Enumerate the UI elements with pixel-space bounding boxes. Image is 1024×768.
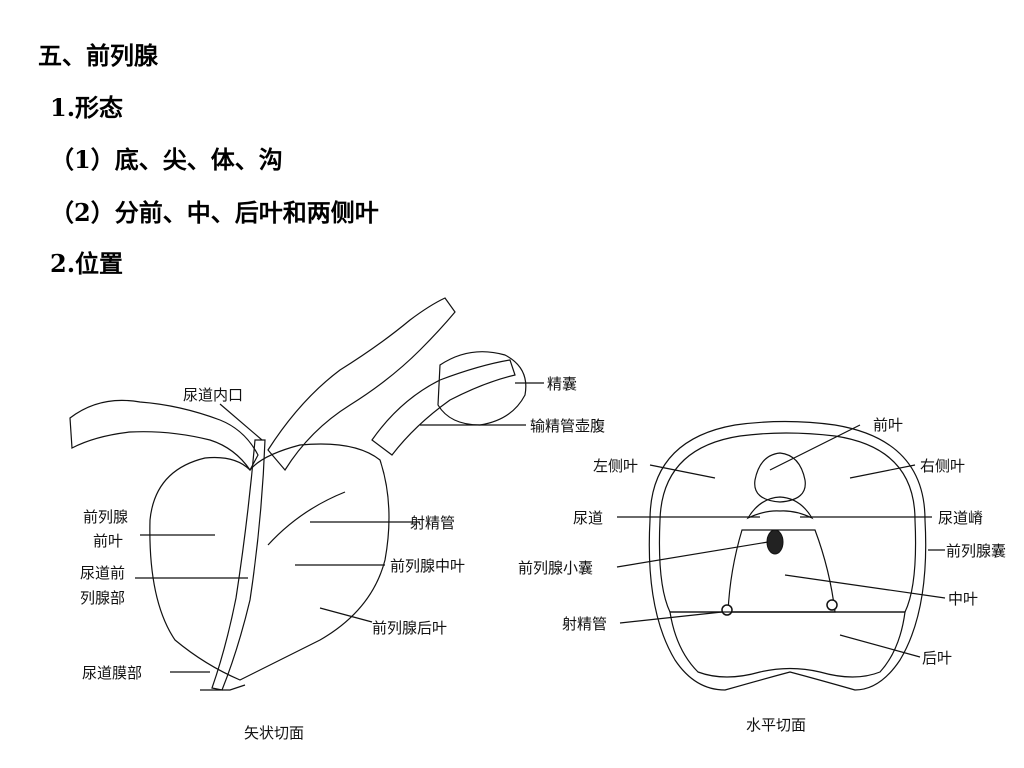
label-anterior-lobe-line1: 前列腺 <box>83 508 128 526</box>
sagittal-urethra <box>211 439 266 691</box>
label-membranous-urethra: 尿道膜部 <box>82 664 142 682</box>
caption-sagittal: 矢状切面 <box>244 724 304 742</box>
label-prostatic-urethra-line1: 尿道前 <box>80 564 125 582</box>
leader-h-anterior-lobe <box>769 424 861 471</box>
label-prostatic-urethra-line2: 列腺部 <box>80 589 125 607</box>
label-ejaculatory-duct: 射精管 <box>410 514 455 532</box>
label-anterior-lobe-line2: 前叶 <box>93 532 123 550</box>
label-h-ejaculatory-duct: 射精管 <box>562 615 607 633</box>
lateral-lobes-region <box>658 432 917 613</box>
leader-h-prostatic-utricle <box>616 541 769 568</box>
caption-horizontal: 水平切面 <box>746 716 806 734</box>
leader-posterior-lobe <box>319 607 373 623</box>
label-seminal-vesicle: 精囊 <box>547 375 577 393</box>
capsule-outline <box>648 420 927 691</box>
label-h-posterior-lobe: 后叶 <box>922 649 952 667</box>
label-h-anterior-lobe: 前叶 <box>873 416 903 434</box>
outline-subitem-lobes: （2）分前、中、后叶和两侧叶 <box>50 198 379 227</box>
label-urethra-internal-orifice: 尿道内口 <box>183 386 243 404</box>
leader-h-left-lateral-lobe <box>649 464 716 479</box>
prostatic-utricle-shape <box>766 529 784 555</box>
ampulla-shape <box>371 359 516 456</box>
leader-h-ejaculatory-duct <box>619 611 723 624</box>
label-h-urethra: 尿道 <box>573 509 603 527</box>
section-heading: 五、前列腺 <box>38 41 158 70</box>
outline-item-position: 2.位置 <box>50 249 124 278</box>
sagittal-ejaculatory-duct <box>267 491 346 546</box>
ejaculatory-duct-left <box>721 604 733 616</box>
sagittal-prostate-outline <box>149 443 390 681</box>
membranous-urethra-shape <box>200 684 246 691</box>
bladder-wall-right <box>267 297 456 472</box>
label-h-right-lateral-lobe: 右侧叶 <box>920 457 965 475</box>
outline-subitem-parts: （1）底、尖、体、沟 <box>50 145 283 174</box>
label-ampulla: 输精管壶腹 <box>530 417 605 435</box>
bladder-wall <box>69 399 259 472</box>
label-h-urethral-crest: 尿道嵴 <box>938 509 983 527</box>
outline-item-morphology: 1.形态 <box>50 93 124 122</box>
label-h-left-lateral-lobe: 左侧叶 <box>593 457 638 475</box>
anterior-lobe-shape <box>754 452 806 503</box>
ejaculatory-duct-right <box>826 599 838 611</box>
label-h-middle-lobe: 中叶 <box>948 590 978 608</box>
urethra-crescent <box>746 496 814 520</box>
label-posterior-lobe: 前列腺后叶 <box>372 619 447 637</box>
leader-h-right-lateral-lobe <box>849 464 916 479</box>
sagittal-section: 尿道内口 精囊 输精管壶腹 前列腺 前叶 射精管 尿道前 列腺部 前列腺中叶 前… <box>69 297 605 742</box>
leader-h-posterior-lobe <box>839 634 921 658</box>
horizontal-section: 前叶 左侧叶 右侧叶 尿道 尿道嵴 前列腺小囊 前列腺囊 中叶 射精管 后叶 水… <box>518 416 1006 734</box>
seminal-vesicle-shape <box>437 351 527 426</box>
leader-urethra-internal-orifice <box>219 403 263 441</box>
label-middle-lobe: 前列腺中叶 <box>390 557 465 575</box>
label-h-capsule: 前列腺囊 <box>946 542 1006 560</box>
posterior-lobe-shape <box>669 611 906 678</box>
leader-h-middle-lobe <box>784 574 946 599</box>
label-h-prostatic-utricle: 前列腺小囊 <box>518 559 593 577</box>
